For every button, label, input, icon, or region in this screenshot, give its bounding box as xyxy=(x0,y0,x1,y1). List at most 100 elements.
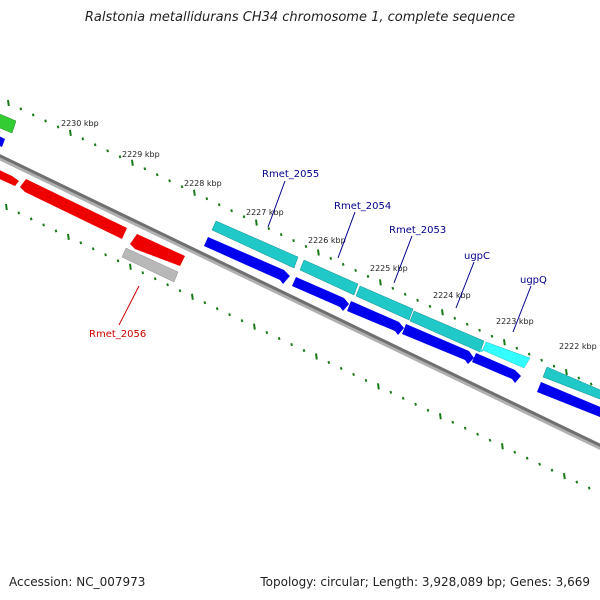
minor-tick xyxy=(79,241,83,245)
minor-tick xyxy=(91,247,95,251)
cds-feature-forward xyxy=(472,353,521,383)
minor-tick xyxy=(166,283,169,287)
minor-tick xyxy=(44,119,47,123)
minor-tick xyxy=(490,334,494,338)
minor-tick xyxy=(277,336,281,341)
minor-tick xyxy=(42,223,45,227)
minor-tick xyxy=(339,366,343,371)
minor-tick xyxy=(116,259,120,263)
minor-tick xyxy=(141,271,145,275)
minor-tick xyxy=(416,298,419,302)
minor-tick xyxy=(463,426,467,430)
gene-label: Rmet_2054 xyxy=(334,201,391,212)
major-tick xyxy=(5,203,8,211)
minor-tick xyxy=(240,319,244,323)
minor-tick xyxy=(538,462,541,466)
cds-feature-reverse xyxy=(0,170,19,186)
gene-label: Rmet_2056 xyxy=(89,329,146,340)
ruler-label: 2229 kbp xyxy=(122,150,160,159)
gene-feature-cyan xyxy=(355,285,414,321)
minor-tick xyxy=(453,316,457,320)
major-tick xyxy=(253,323,256,330)
minor-tick xyxy=(513,450,517,454)
gene-feature-green xyxy=(0,113,17,134)
minor-tick xyxy=(488,438,492,442)
minor-tick xyxy=(180,185,184,189)
cds-feature-forward xyxy=(402,324,474,364)
backbone-shadow xyxy=(0,155,600,450)
minor-tick xyxy=(19,107,23,111)
minor-tick xyxy=(525,456,529,460)
cds-feature-forward xyxy=(0,136,5,147)
major-tick xyxy=(379,279,382,286)
minor-tick xyxy=(478,328,481,332)
gene-feature-cyan xyxy=(211,220,299,269)
major-tick xyxy=(191,293,194,300)
outer-tick-track xyxy=(7,99,593,386)
major-tick xyxy=(565,368,568,376)
minor-tick xyxy=(302,348,306,353)
minor-tick xyxy=(577,376,581,380)
minor-tick xyxy=(515,346,519,350)
minor-tick xyxy=(230,209,233,213)
label-leader-line xyxy=(118,285,140,326)
minor-tick xyxy=(465,322,469,326)
minor-tick xyxy=(104,253,107,257)
major-tick xyxy=(131,159,134,166)
major-tick xyxy=(315,353,318,360)
major-tick xyxy=(441,309,444,316)
minor-tick xyxy=(106,149,109,153)
minor-tick xyxy=(267,226,271,231)
minor-tick xyxy=(451,420,455,424)
minor-tick xyxy=(426,408,430,412)
minor-tick xyxy=(527,352,531,356)
major-tick xyxy=(377,383,380,390)
ruler-label: 2225 kbp xyxy=(370,264,408,273)
minor-tick xyxy=(81,137,85,141)
minor-tick xyxy=(143,167,147,171)
minor-tick xyxy=(290,342,293,347)
minor-tick xyxy=(242,215,246,219)
cds-feature-forward xyxy=(537,382,600,418)
minor-tick xyxy=(589,382,593,386)
ruler-label: 2223 kbp xyxy=(496,317,534,326)
gene-feature-cyan xyxy=(409,310,485,353)
gene-feature-cyan xyxy=(477,341,531,369)
gene-feature-cyan xyxy=(299,259,359,296)
major-tick xyxy=(255,219,258,226)
minor-tick xyxy=(327,360,331,365)
label-leader-line xyxy=(267,180,286,228)
cds-feature-forward xyxy=(204,237,290,284)
label-leader-line xyxy=(512,285,532,333)
ruler-label: 2224 kbp xyxy=(433,291,471,300)
gene-label: ugpC xyxy=(464,251,490,262)
major-tick xyxy=(129,263,132,270)
minor-tick xyxy=(391,286,395,290)
minor-tick xyxy=(265,330,269,335)
minor-tick xyxy=(364,378,368,383)
sequence-summary: Topology: circular; Length: 3,928,089 bp… xyxy=(260,575,590,589)
gene-label: Rmet_2055 xyxy=(262,169,319,180)
minor-tick xyxy=(228,313,231,317)
map-title: Ralstonia metallidurans CH34 chromosome … xyxy=(84,10,516,25)
minor-tick xyxy=(414,402,417,406)
major-tick xyxy=(563,472,566,480)
cds-feature-reverse xyxy=(20,179,127,239)
gene-label: Rmet_2053 xyxy=(389,225,446,236)
ruler-label: 2230 kbp xyxy=(61,119,99,128)
ruler-label: 2226 kbp xyxy=(308,236,346,245)
cds-feature-forward xyxy=(292,277,349,311)
minor-tick xyxy=(292,238,295,243)
minor-tick xyxy=(428,304,432,308)
minor-tick xyxy=(17,211,21,215)
inner-tick-track xyxy=(5,203,591,490)
ruler-label: 2227 kbp xyxy=(246,208,284,217)
gene-label: ugpQ xyxy=(520,275,547,286)
major-tick xyxy=(501,443,504,450)
ruler-labels: 2230 kbp 2229 kbp 2228 kbp 2227 kbp 2226… xyxy=(61,119,597,351)
major-tick xyxy=(317,249,320,256)
gene-feature-grey xyxy=(121,247,179,283)
minor-tick xyxy=(217,203,221,207)
minor-tick xyxy=(54,229,58,233)
